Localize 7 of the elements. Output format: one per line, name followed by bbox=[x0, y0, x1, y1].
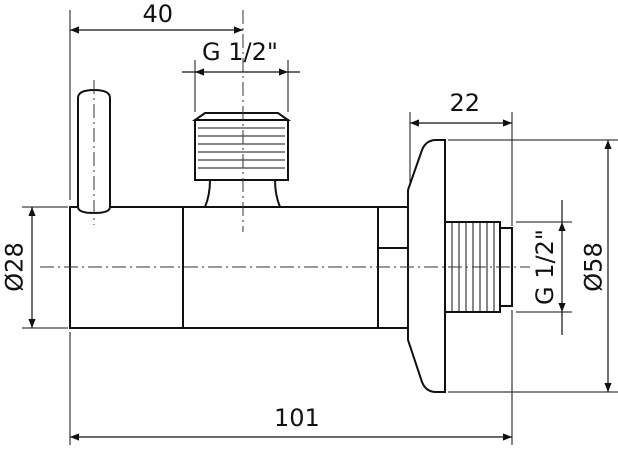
dimension-label: Ø28 bbox=[1, 242, 28, 292]
dimension-label: 101 bbox=[274, 405, 320, 431]
dimension-label: 22 bbox=[450, 90, 480, 116]
dimension-label: 40 bbox=[142, 1, 174, 27]
dimension-label: G 1/2" bbox=[532, 229, 558, 305]
dimension-label: Ø58 bbox=[580, 242, 606, 292]
dimension-label: G 1/2" bbox=[202, 39, 278, 65]
